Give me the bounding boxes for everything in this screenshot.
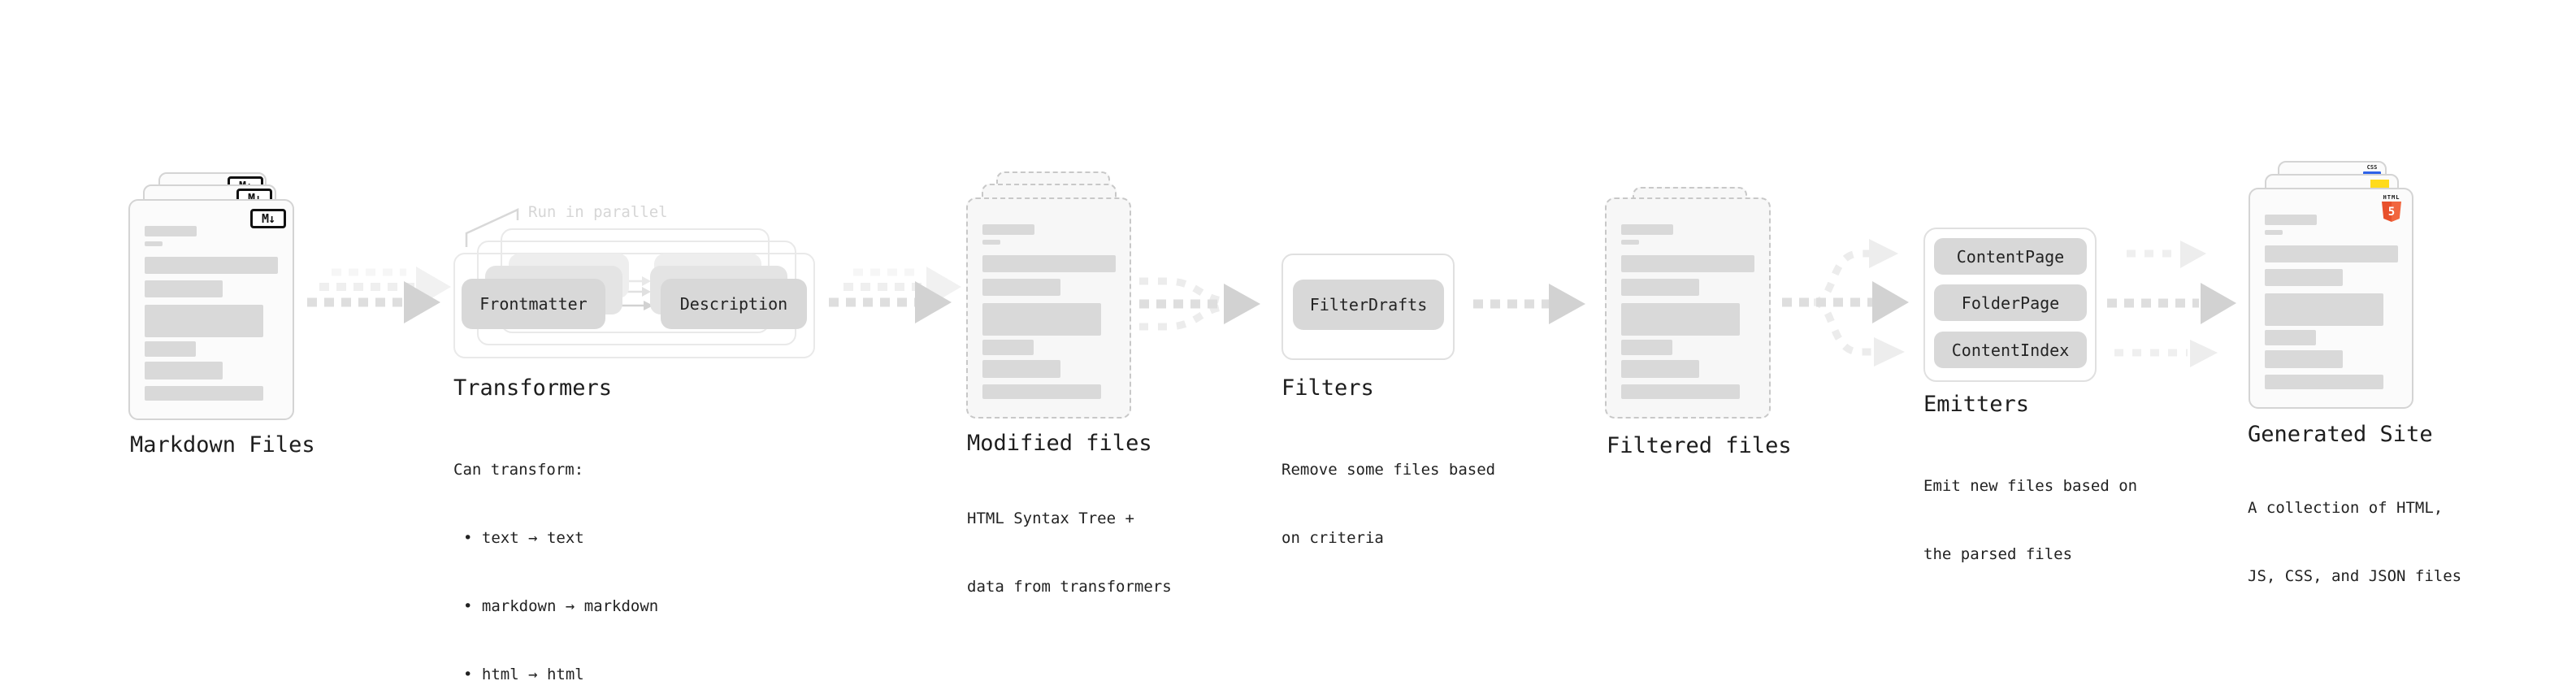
- description-line: the parsed files: [1923, 545, 2073, 563]
- html5-number: 5: [2387, 205, 2396, 219]
- css-badge: CSS: [2363, 165, 2381, 175]
- html5-label: HTML: [2383, 194, 2400, 201]
- transform-bullet: • text → text: [463, 529, 584, 547]
- description-line: HTML Syntax Tree +: [967, 510, 1134, 527]
- description-line: data from transformers: [967, 578, 1172, 596]
- doc-content-bars: [1607, 199, 1769, 417]
- arrow-emitters-to-generated: [2107, 241, 2236, 367]
- generated-doc-html: HTML 5: [2249, 188, 2413, 409]
- description-pill: Description: [661, 279, 807, 329]
- filters-description: Remove some files based on criteria: [1281, 413, 1495, 595]
- filtered-doc-front: [1605, 197, 1771, 419]
- markdown-files-label: Markdown Files: [130, 432, 315, 458]
- description-line: Remove some files based: [1281, 461, 1496, 479]
- modified-files-description: HTML Syntax Tree + data from transformer…: [967, 462, 1172, 644]
- doc-content-bars: [2250, 189, 2412, 407]
- description-line: Emit new files based on: [1923, 477, 2138, 495]
- contentpage-pill: ContentPage: [1934, 238, 2087, 275]
- arrow-modified-to-filters-converge: [1139, 277, 1260, 331]
- folderpage-pill: FolderPage: [1934, 284, 2087, 321]
- generated-site-label: Generated Site: [2248, 422, 2433, 447]
- note-leader-line: [465, 208, 519, 247]
- js-badge: [2370, 180, 2389, 189]
- description-line: on criteria: [1281, 529, 1384, 547]
- emitters-description: Emit new files based on the parsed files: [1923, 429, 2137, 611]
- arrow-filters-to-filtered: [1473, 284, 1585, 324]
- css-badge-bar: [2363, 171, 2381, 175]
- generated-site-description: A collection of HTML, JS, CSS, and JSON …: [2248, 451, 2461, 633]
- can-transform-caption: Can transform:: [453, 461, 584, 479]
- css-badge-label: CSS: [2366, 164, 2378, 171]
- description-line: A collection of HTML,: [2248, 499, 2444, 517]
- html5-icon: HTML 5: [2381, 194, 2402, 222]
- filterdrafts-pill: FilterDrafts: [1293, 280, 1444, 330]
- run-in-parallel-note: Run in parallel: [528, 203, 668, 221]
- modified-doc-front: [966, 197, 1131, 419]
- frontmatter-pill: Frontmatter: [462, 279, 605, 329]
- arrow-transformers-to-modified: [829, 267, 961, 323]
- transformers-description: Can transform: • text → text • markdown …: [453, 413, 658, 681]
- markdown-icon: M↓: [250, 209, 286, 228]
- emitters-label: Emitters: [1923, 392, 2030, 417]
- contentindex-pill: ContentIndex: [1934, 332, 2087, 368]
- filtered-files-label: Filtered files: [1607, 433, 1792, 458]
- arrow-markdown-to-transformers: [307, 267, 451, 323]
- arrow-filtered-to-emitters-diverge: [1782, 239, 1909, 367]
- transform-bullet: • html → html: [463, 666, 584, 681]
- transform-bullet: • markdown → markdown: [463, 597, 659, 615]
- modified-files-label: Modified files: [967, 431, 1152, 456]
- filters-label: Filters: [1281, 375, 1374, 401]
- description-line: JS, CSS, and JSON files: [2248, 567, 2462, 585]
- markdown-doc-front: M↓: [128, 199, 294, 420]
- transformer-layer-front: [453, 253, 815, 358]
- doc-content-bars: [130, 201, 293, 419]
- transformers-label: Transformers: [453, 375, 613, 401]
- doc-content-bars: [968, 199, 1130, 417]
